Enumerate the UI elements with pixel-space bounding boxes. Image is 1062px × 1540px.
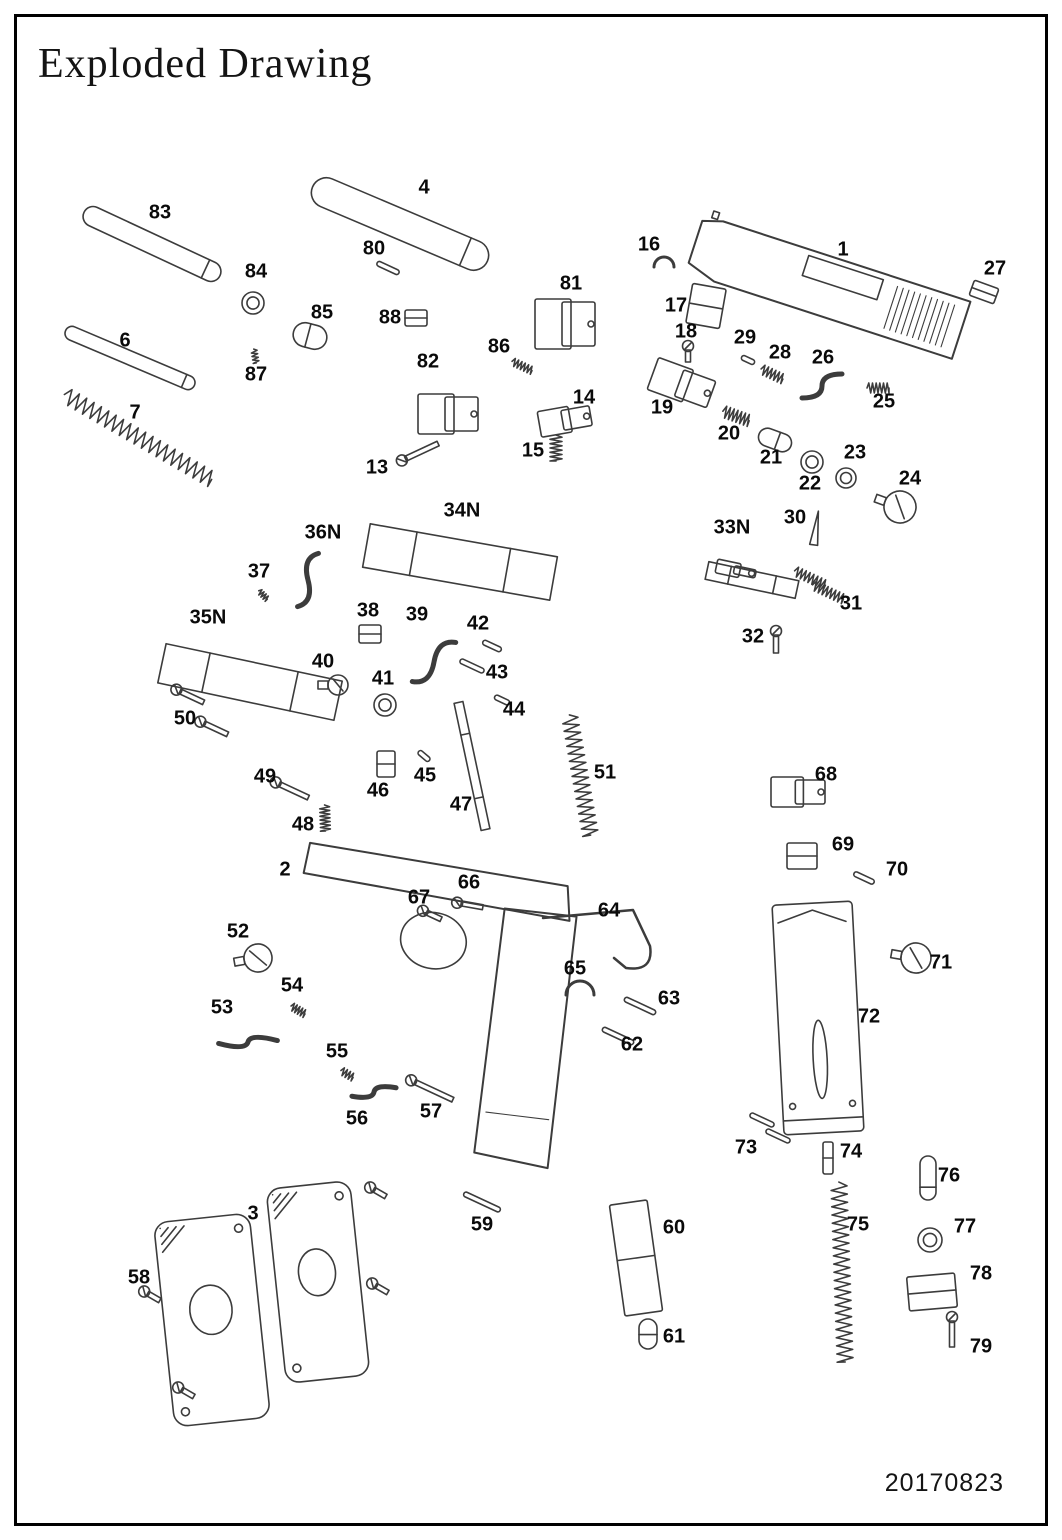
part-glyph-37 — [257, 588, 270, 603]
part-glyph-85 — [292, 321, 328, 351]
part-glyph-4 — [310, 176, 490, 272]
part-glyph-38 — [358, 624, 382, 644]
part-glyph-50 — [194, 715, 230, 738]
part-glyph-16 — [652, 255, 676, 269]
part-glyph-36N — [295, 550, 321, 610]
part-glyph-48 — [318, 804, 332, 832]
part-glyph-43 — [459, 658, 485, 674]
part-glyph-23 — [835, 467, 857, 489]
part-glyph-49 — [269, 776, 311, 801]
part-glyph-27 — [968, 279, 1000, 305]
part-glyph-45 — [417, 749, 431, 763]
part-glyph-58 — [137, 1285, 162, 1304]
part-glyph-61 — [638, 1318, 658, 1350]
part-glyph-25 — [866, 382, 890, 394]
part-glyph-33N — [714, 558, 757, 579]
part-glyph-24 — [873, 490, 917, 524]
part-glyph-15 — [549, 434, 563, 462]
part-glyph-82 — [417, 393, 479, 435]
part-glyph-6 — [64, 325, 196, 391]
part-glyph-58 — [171, 1381, 196, 1400]
part-glyph-59 — [462, 1191, 502, 1213]
part-glyph-58 — [363, 1181, 388, 1200]
part-glyph-7 — [63, 388, 213, 488]
part-glyph-87 — [250, 348, 260, 365]
part-glyph-31 — [793, 566, 827, 591]
part-glyph-62 — [601, 1026, 635, 1046]
part-glyph-22 — [800, 450, 824, 474]
part-glyph-88 — [404, 309, 428, 327]
part-glyph-2 — [302, 841, 578, 1170]
part-glyph-75 — [830, 1181, 854, 1364]
part-glyph-77 — [917, 1227, 943, 1253]
part-glyph-17 — [685, 282, 727, 330]
part-glyph-29 — [740, 354, 756, 366]
part-glyph-42 — [481, 639, 503, 653]
part-glyph-54 — [290, 1002, 307, 1019]
part-glyph-40 — [317, 674, 349, 696]
part-glyph-83 — [82, 205, 222, 283]
part-glyph-73 — [765, 1128, 791, 1144]
part-glyph-31 — [811, 580, 845, 605]
part-glyph-19 — [646, 357, 717, 408]
part-glyph-51 — [562, 714, 599, 838]
part-glyph-3 — [266, 1181, 370, 1383]
part-glyph-33N — [704, 560, 800, 600]
part-glyph-3 — [154, 1213, 270, 1427]
part-glyph-55 — [340, 1067, 355, 1082]
part-glyph-84 — [241, 291, 265, 315]
part-glyph-41 — [373, 693, 397, 717]
part-glyph-86 — [511, 357, 533, 376]
part-glyph-66 — [450, 896, 485, 911]
part-glyph-39 — [409, 639, 459, 685]
part-glyph-18 — [681, 339, 695, 363]
part-glyph-76 — [919, 1155, 937, 1201]
part-glyph-78 — [905, 1272, 959, 1312]
part-glyph-67 — [416, 904, 443, 923]
part-glyph-50 — [170, 683, 206, 706]
part-glyph-79 — [945, 1310, 959, 1348]
part-glyph-58 — [365, 1277, 390, 1296]
part-glyph-56 — [349, 1084, 399, 1100]
part-glyph-1 — [687, 210, 972, 360]
part-glyph-52 — [232, 943, 273, 973]
part-glyph-46 — [376, 750, 396, 778]
date-stamp: 20170823 — [884, 1469, 1004, 1497]
part-glyph-47 — [453, 700, 491, 832]
part-glyph-32 — [769, 624, 783, 654]
part-glyph-26 — [799, 371, 845, 401]
part-glyph-71 — [889, 942, 932, 974]
part-glyph-69 — [786, 842, 818, 870]
part-glyph-65 — [564, 979, 596, 997]
part-glyph-44 — [493, 694, 511, 706]
part-glyph-13 — [395, 440, 440, 467]
part-glyph-21 — [757, 427, 793, 453]
part-glyph-60 — [608, 1199, 664, 1317]
part-glyph-68 — [770, 776, 826, 808]
part-glyph-57 — [404, 1073, 455, 1103]
part-glyph-70 — [852, 871, 876, 885]
page-title: Exploded Drawing — [38, 41, 373, 87]
part-glyph-80 — [376, 260, 400, 276]
part-glyph-73 — [749, 1112, 775, 1128]
part-glyph-35N — [157, 642, 343, 722]
part-glyph-53 — [216, 1034, 280, 1050]
part-glyph-28 — [760, 364, 784, 385]
part-glyph-14 — [536, 405, 593, 438]
part-glyph-81 — [534, 298, 596, 350]
part-glyph-72 — [771, 900, 865, 1136]
part-glyph-64 — [541, 908, 652, 970]
part-glyph-63 — [623, 996, 657, 1016]
part-glyph-20 — [722, 405, 751, 428]
part-glyph-30 — [808, 510, 820, 547]
part-glyph-74 — [822, 1141, 834, 1175]
part-glyph-34N — [361, 523, 559, 601]
